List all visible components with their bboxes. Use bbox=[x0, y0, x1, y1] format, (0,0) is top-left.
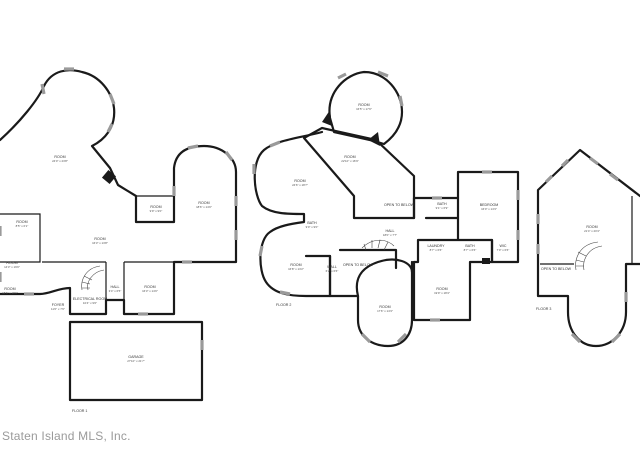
floor-2-windows bbox=[252, 70, 520, 344]
floor-1-label: FLOOR 1 bbox=[72, 409, 87, 413]
floor-3-inner-walls bbox=[540, 196, 633, 265]
room-label: ROOM bbox=[144, 285, 155, 289]
floor-2-west-outline bbox=[253, 130, 332, 298]
floor-2-label: FLOOR 2 bbox=[276, 303, 291, 307]
room-label: ROOM bbox=[94, 237, 105, 241]
room-dims: 16'5" x 17'0" bbox=[356, 107, 372, 111]
room-dims: 10'4" x 9'0" bbox=[83, 301, 97, 305]
room-label: ROOM bbox=[16, 220, 27, 224]
room-dims: 9'9" x 9'0" bbox=[150, 209, 163, 213]
room-dims: 8'5" x 6'1" bbox=[16, 224, 29, 228]
room-dims: 7'0" x 6'6" bbox=[497, 248, 510, 252]
floor-2-open-curve bbox=[338, 248, 414, 298]
room-dims: 24'6" x 18'7" bbox=[292, 183, 308, 187]
floor-3-label: FLOOR 3 bbox=[536, 307, 551, 311]
room-label: ROOM bbox=[198, 201, 209, 205]
room-dims: 22'10" x 16'9" bbox=[341, 159, 358, 163]
floor-3-stair bbox=[575, 241, 603, 271]
floor-1-inner-walls bbox=[0, 195, 174, 300]
floor-2-plan: ROOM 16'5" x 17'0" ROOM 22'10" x 16'9" R… bbox=[252, 70, 520, 348]
room-dims: 8'7" x 6'6" bbox=[464, 248, 477, 252]
room-label: WALL bbox=[327, 265, 337, 269]
floor-2-east-outline bbox=[412, 170, 520, 264]
room-dims: 9'0" x 9'0" bbox=[306, 225, 319, 229]
room-label: ROOM bbox=[358, 103, 369, 107]
room-label: BATH bbox=[437, 202, 447, 206]
floor-2-central-outline bbox=[302, 126, 416, 220]
room-dims: 21'4" x 20'4" bbox=[584, 229, 600, 233]
room-dims: 18'0" x 7'7" bbox=[383, 233, 397, 237]
room-dims: 9'1" x 6'9" bbox=[436, 206, 449, 210]
room-label: BEDROOM bbox=[480, 203, 499, 207]
floor-2-south-outline bbox=[328, 238, 494, 348]
room-dims: 16'3" x 14'0" bbox=[142, 289, 158, 293]
floor-1-chimney bbox=[101, 169, 117, 185]
room-label: GARAGE bbox=[128, 355, 144, 359]
room-dims: 6'2" x 6'6" bbox=[326, 269, 339, 273]
room-label: OPEN TO BELOW bbox=[343, 263, 374, 267]
room-label: HALL bbox=[111, 285, 120, 289]
room-label: ROOM bbox=[150, 205, 161, 209]
room-label: BATH bbox=[307, 221, 317, 225]
room-dims: 17'6" x 14'3" bbox=[377, 309, 393, 313]
room-label: ROOM bbox=[379, 305, 390, 309]
room-dims: 16'0" x 14'3" bbox=[481, 207, 497, 211]
room-label: FOYER bbox=[52, 303, 65, 307]
room-label: LAUNDRY bbox=[427, 244, 445, 248]
room-dims: 16'3" x 13'8" bbox=[92, 241, 108, 245]
floor-1-main-outline bbox=[0, 69, 238, 316]
floor-3-windows bbox=[536, 156, 628, 344]
room-label: ROOM bbox=[290, 263, 301, 267]
room-dims: 8'7" x 6'6" bbox=[430, 248, 443, 252]
floor-3-outline bbox=[536, 148, 640, 348]
floor-1-windows bbox=[0, 67, 238, 350]
watermark-text: Staten Island MLS, Inc. bbox=[2, 429, 131, 443]
room-label: ROOM bbox=[6, 261, 17, 265]
room-label: WIC bbox=[500, 244, 507, 248]
room-dims: 24'0" x 23'8" bbox=[52, 159, 68, 163]
room-label: ROOM bbox=[294, 179, 305, 183]
room-dims: 18'6" x 18'0" bbox=[2, 291, 18, 295]
room-dims: 11'0" x 7'0" bbox=[51, 307, 65, 311]
room-dims: 14'3" x 19'0" bbox=[4, 265, 20, 269]
floor-2-chimney-left bbox=[322, 110, 332, 126]
floor-3-plan: ROOM 21'4" x 20'4" OPEN TO BELOW FLOOR 3 bbox=[536, 148, 640, 348]
floor-1-stair bbox=[81, 265, 105, 291]
room-dims: 3'4" x 6'5" bbox=[109, 289, 122, 293]
floor-2-chimney-right bbox=[368, 132, 380, 146]
room-label: OPEN TO BELOW bbox=[541, 267, 572, 271]
room-label: HALL bbox=[386, 229, 395, 233]
room-label: ROOM bbox=[586, 225, 597, 229]
floor-1-garage-walls bbox=[68, 320, 204, 402]
room-label: BATH bbox=[465, 244, 475, 248]
room-dims: 19'9" x 18'4" bbox=[434, 291, 450, 295]
floor-1-plan: ROOM 24'0" x 23'8" ROOM 8'5" x 6'1" ROOM… bbox=[0, 67, 238, 413]
room-label: ROOM bbox=[54, 155, 65, 159]
room-label: ROOM bbox=[436, 287, 447, 291]
room-dims: 16'8" x 13'2" bbox=[288, 267, 304, 271]
floor-2-turret bbox=[328, 70, 404, 146]
room-label: OPEN TO BELOW bbox=[384, 203, 415, 207]
room-dims: 18'6" x 14'0" bbox=[196, 205, 212, 209]
room-label: ROOM bbox=[344, 155, 355, 159]
floor-2-stair bbox=[361, 239, 395, 251]
room-dims: 27'10" x 21'7" bbox=[127, 359, 144, 363]
floor-2-stack bbox=[482, 258, 490, 264]
room-label: ROOM bbox=[4, 287, 15, 291]
room-label: ELECTRICAL ROOM bbox=[73, 297, 107, 301]
